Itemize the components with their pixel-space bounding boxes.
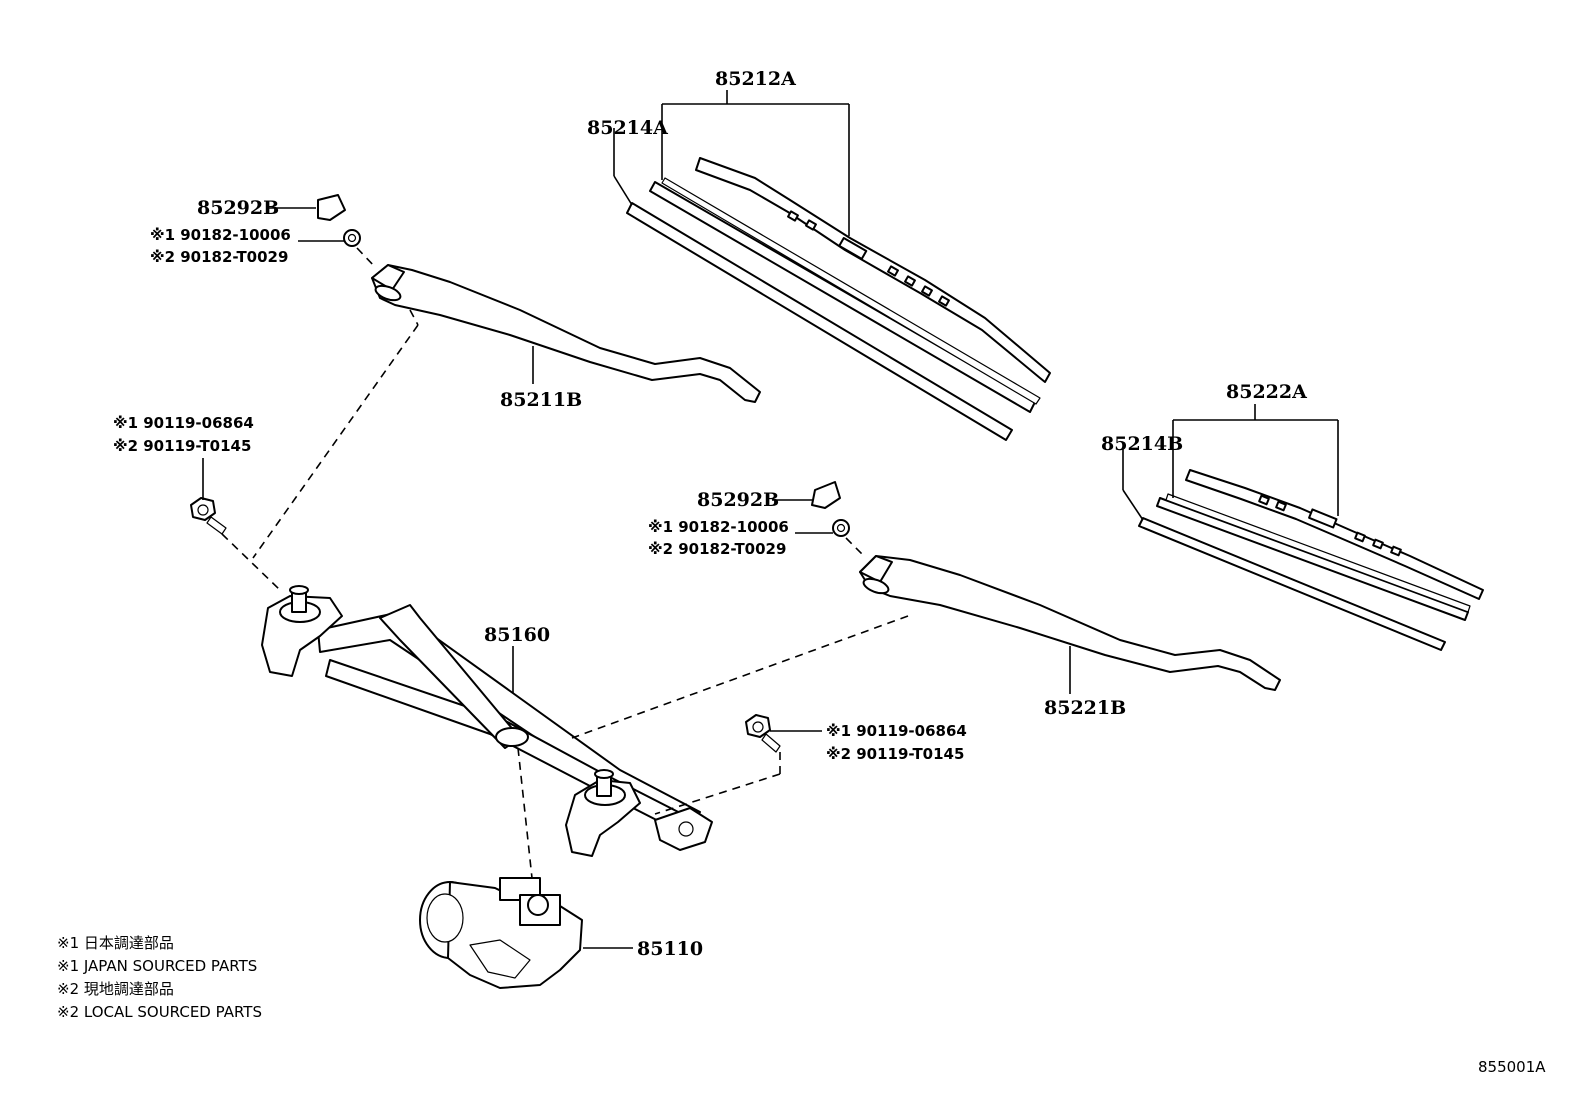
- left-wiper-arm[interactable]: [371, 264, 761, 403]
- label-cap-left[interactable]: 85292B: [197, 197, 279, 219]
- label-nut-right-2[interactable]: ※2 90182-T0029: [648, 540, 786, 558]
- figure-code: 855001A: [1478, 1058, 1546, 1076]
- right-wiper-blade[interactable]: [1156, 469, 1484, 621]
- left-mounting-bolt[interactable]: [190, 497, 227, 535]
- label-rubber-right[interactable]: 85214B: [1101, 433, 1183, 455]
- wiper-linkage[interactable]: [261, 585, 713, 857]
- label-motor[interactable]: 85110: [637, 938, 703, 960]
- sourcing-notes: ※1 日本調達部品 ※1 JAPAN SOURCED PARTS ※2 現地調達…: [57, 934, 262, 1021]
- left-wiper-blade[interactable]: [649, 157, 1051, 413]
- assembly-lines: [221, 247, 909, 879]
- label-bolt-left-1[interactable]: ※1 90119-06864: [113, 414, 254, 432]
- note-line-1: ※1 日本調達部品: [57, 934, 174, 952]
- right-pivot-cap[interactable]: [811, 481, 841, 509]
- label-bolt-right-2[interactable]: ※2 90119-T0145: [826, 745, 964, 763]
- label-arm-right[interactable]: 85221B: [1044, 697, 1126, 719]
- label-blade-right-assy[interactable]: 85222A: [1226, 381, 1307, 403]
- right-pivot-nut[interactable]: [832, 519, 850, 537]
- label-linkage[interactable]: 85160: [484, 624, 550, 646]
- label-cap-right[interactable]: 85292B: [697, 489, 779, 511]
- left-pivot-cap[interactable]: [317, 194, 346, 221]
- right-mounting-bolt[interactable]: [745, 714, 781, 753]
- label-nut-left-1[interactable]: ※1 90182-10006: [150, 226, 291, 244]
- note-line-4: ※2 LOCAL SOURCED PARTS: [57, 1003, 262, 1021]
- label-bolt-right-1[interactable]: ※1 90119-06864: [826, 722, 967, 740]
- part-labels: 85212A 85214A 85292B ※1 90182-10006 ※2 9…: [113, 68, 1307, 960]
- label-arm-left[interactable]: 85211B: [500, 389, 582, 411]
- label-nut-right-1[interactable]: ※1 90182-10006: [648, 518, 789, 536]
- right-wiper-rubber[interactable]: [1138, 517, 1446, 651]
- label-blade-left-assy[interactable]: 85212A: [715, 68, 796, 90]
- leader-lines: [202, 90, 1339, 949]
- left-wiper-rubber[interactable]: [626, 202, 1013, 441]
- left-pivot-nut[interactable]: [343, 229, 361, 247]
- label-bolt-left-2[interactable]: ※2 90119-T0145: [113, 437, 251, 455]
- label-nut-left-2[interactable]: ※2 90182-T0029: [150, 248, 288, 266]
- note-line-2: ※1 JAPAN SOURCED PARTS: [57, 957, 257, 975]
- note-line-3: ※2 現地調達部品: [57, 980, 174, 998]
- label-rubber-left[interactable]: 85214A: [587, 117, 668, 139]
- right-wiper-arm[interactable]: [859, 555, 1281, 691]
- wiper-motor[interactable]: [419, 877, 583, 989]
